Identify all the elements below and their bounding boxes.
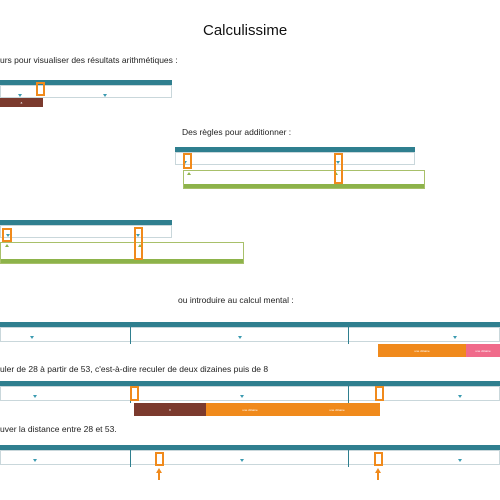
highlight-box[interactable]: [130, 386, 139, 401]
addition-strip: [183, 170, 425, 189]
ruler-marker-icon: [136, 234, 140, 237]
segment-brown: 8: [134, 403, 206, 416]
ruler-band: [0, 445, 500, 450]
ruler-marker-icon: [33, 395, 37, 398]
ruler-6: [0, 445, 500, 465]
ruler-marker-icon: [458, 395, 462, 398]
ruler-band: [0, 80, 172, 85]
caption-additionner: Des règles pour additionner :: [182, 127, 292, 137]
caption-reculer: uler de 28 à partir de 53, c'est-à-dire …: [0, 364, 269, 374]
ruler-marker-icon: [238, 336, 242, 339]
ruler-band: [0, 220, 172, 225]
ruler-marker-icon: [336, 161, 340, 164]
caption-distance: uver la distance entre 28 et 53.: [0, 424, 117, 434]
highlight-box[interactable]: [36, 82, 45, 96]
ruler-2: [175, 147, 415, 165]
highlight-box[interactable]: [2, 228, 12, 242]
ruler-marker-icon: [240, 459, 244, 462]
strip-bar: [184, 184, 424, 188]
ruler-3: [0, 220, 172, 238]
page-title: Calculissime: [203, 22, 288, 39]
addition-strip: [0, 242, 244, 264]
ruler-marker-icon: [30, 336, 34, 339]
ruler-marker-icon: [103, 94, 107, 97]
ruler-body: [0, 327, 500, 342]
ruler-marker-icon: [183, 161, 187, 164]
caption-visualiser: urs pour visualiser des résultats arithm…: [0, 55, 178, 65]
highlight-box[interactable]: [183, 153, 192, 169]
ruler-divider: [348, 322, 349, 344]
ruler-4: [0, 322, 500, 342]
ruler-5: [0, 381, 500, 401]
highlight-box[interactable]: [374, 452, 383, 466]
ruler-marker-icon: [33, 459, 37, 462]
ruler-divider: [130, 322, 131, 344]
highlight-box[interactable]: [334, 153, 343, 184]
ruler-body: [0, 450, 500, 465]
ruler-marker-icon: [6, 234, 10, 237]
ruler-band: [0, 381, 500, 386]
strip-marker-icon: [5, 244, 9, 247]
ruler-marker-icon: [458, 459, 462, 462]
strip-marker-icon: [334, 172, 338, 175]
strip-bar: [1, 259, 243, 263]
segment-pink: une dizaine: [466, 344, 500, 357]
ruler-band: [175, 147, 415, 152]
strip-marker-icon: [138, 244, 142, 247]
ruler-body: [0, 85, 172, 98]
arrow-up-icon: [156, 468, 162, 473]
segment-orange: une dizaine: [294, 403, 380, 416]
highlight-box[interactable]: [155, 452, 164, 466]
ruler-marker-icon: [18, 94, 22, 97]
segment-brown: 8: [0, 98, 43, 107]
ruler-divider: [348, 445, 349, 467]
ruler-band: [0, 322, 500, 327]
ruler-1: [0, 80, 172, 98]
ruler-divider: [130, 445, 131, 467]
highlight-box[interactable]: [375, 386, 384, 401]
arrow-stem: [377, 472, 379, 480]
highlight-box[interactable]: [134, 227, 143, 260]
segment-orange: une dizaine: [206, 403, 294, 416]
ruler-marker-icon: [453, 336, 457, 339]
ruler-divider: [348, 381, 349, 403]
caption-calcul-mental: ou introduire au calcul mental :: [178, 295, 294, 305]
strip-marker-icon: [187, 172, 191, 175]
arrow-stem: [158, 472, 160, 480]
segment-orange: une dizaine: [378, 344, 466, 357]
ruler-body: [175, 152, 415, 165]
ruler-body: [0, 386, 500, 401]
ruler-body: [0, 225, 172, 238]
arrow-up-icon: [375, 468, 381, 473]
ruler-marker-icon: [240, 395, 244, 398]
